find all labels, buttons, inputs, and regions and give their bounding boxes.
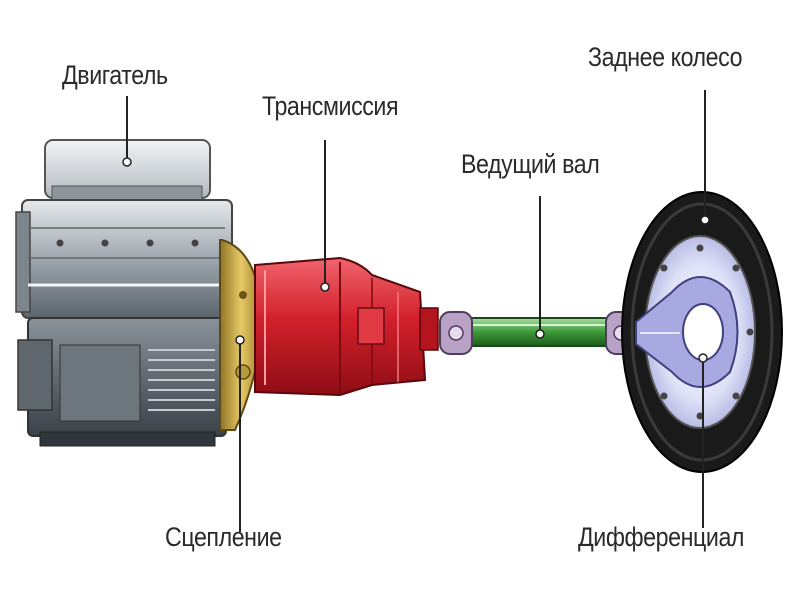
label-differential: Дифференциал	[578, 522, 745, 552]
engine-cooling-fins	[148, 349, 215, 411]
label-transmission: Трансмиссия	[262, 91, 399, 121]
clutch-housing	[219, 239, 264, 431]
label-engine: Двигатель	[62, 60, 168, 90]
front-universal-joint	[439, 311, 473, 355]
label-clutch: Сцепление	[165, 522, 282, 552]
transmission	[254, 256, 439, 397]
leader-endpoints	[122, 157, 710, 363]
engine-block	[21, 199, 233, 319]
label-drive-shaft: Ведущий вал	[461, 149, 600, 179]
transmission-output	[419, 307, 439, 351]
engine	[15, 139, 233, 447]
leader-lines	[126, 90, 706, 532]
differential	[635, 276, 739, 388]
label-rear-wheel: Заднее колесо	[588, 42, 743, 72]
